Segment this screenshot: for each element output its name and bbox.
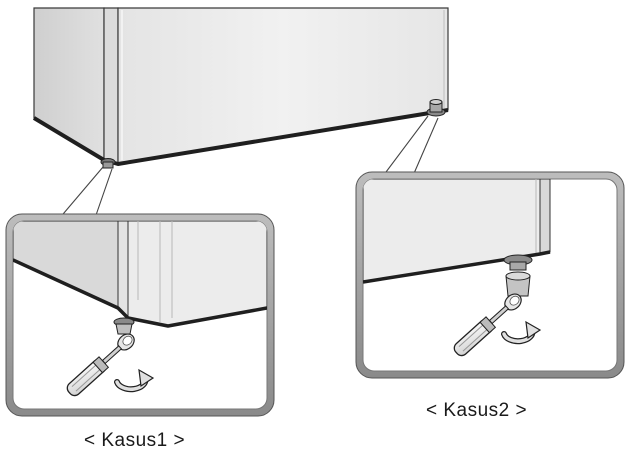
rotate-arrow-icon	[501, 320, 542, 345]
inset-case1	[5, 213, 275, 417]
leveling-foot-icon	[503, 254, 533, 297]
leveling-foot-icon	[426, 99, 446, 117]
callout-lines	[57, 115, 439, 221]
screwdriver-icon	[453, 293, 522, 357]
screwdriver-icon	[66, 333, 135, 397]
cabinet-door-edge	[103, 7, 119, 165]
leveling-foot-icon	[100, 158, 116, 169]
inset-case2	[355, 171, 625, 379]
cabinet-front-panel	[117, 7, 449, 165]
inset1-door-edge	[117, 221, 129, 320]
caption-case2: < Kasus2 >	[426, 400, 528, 421]
refrigerator-cabinet	[32, 7, 449, 169]
rotate-arrow-icon	[114, 368, 155, 393]
inset2-cabinet-side	[539, 179, 551, 255]
caption-case1: < Kasus1 >	[84, 430, 186, 451]
